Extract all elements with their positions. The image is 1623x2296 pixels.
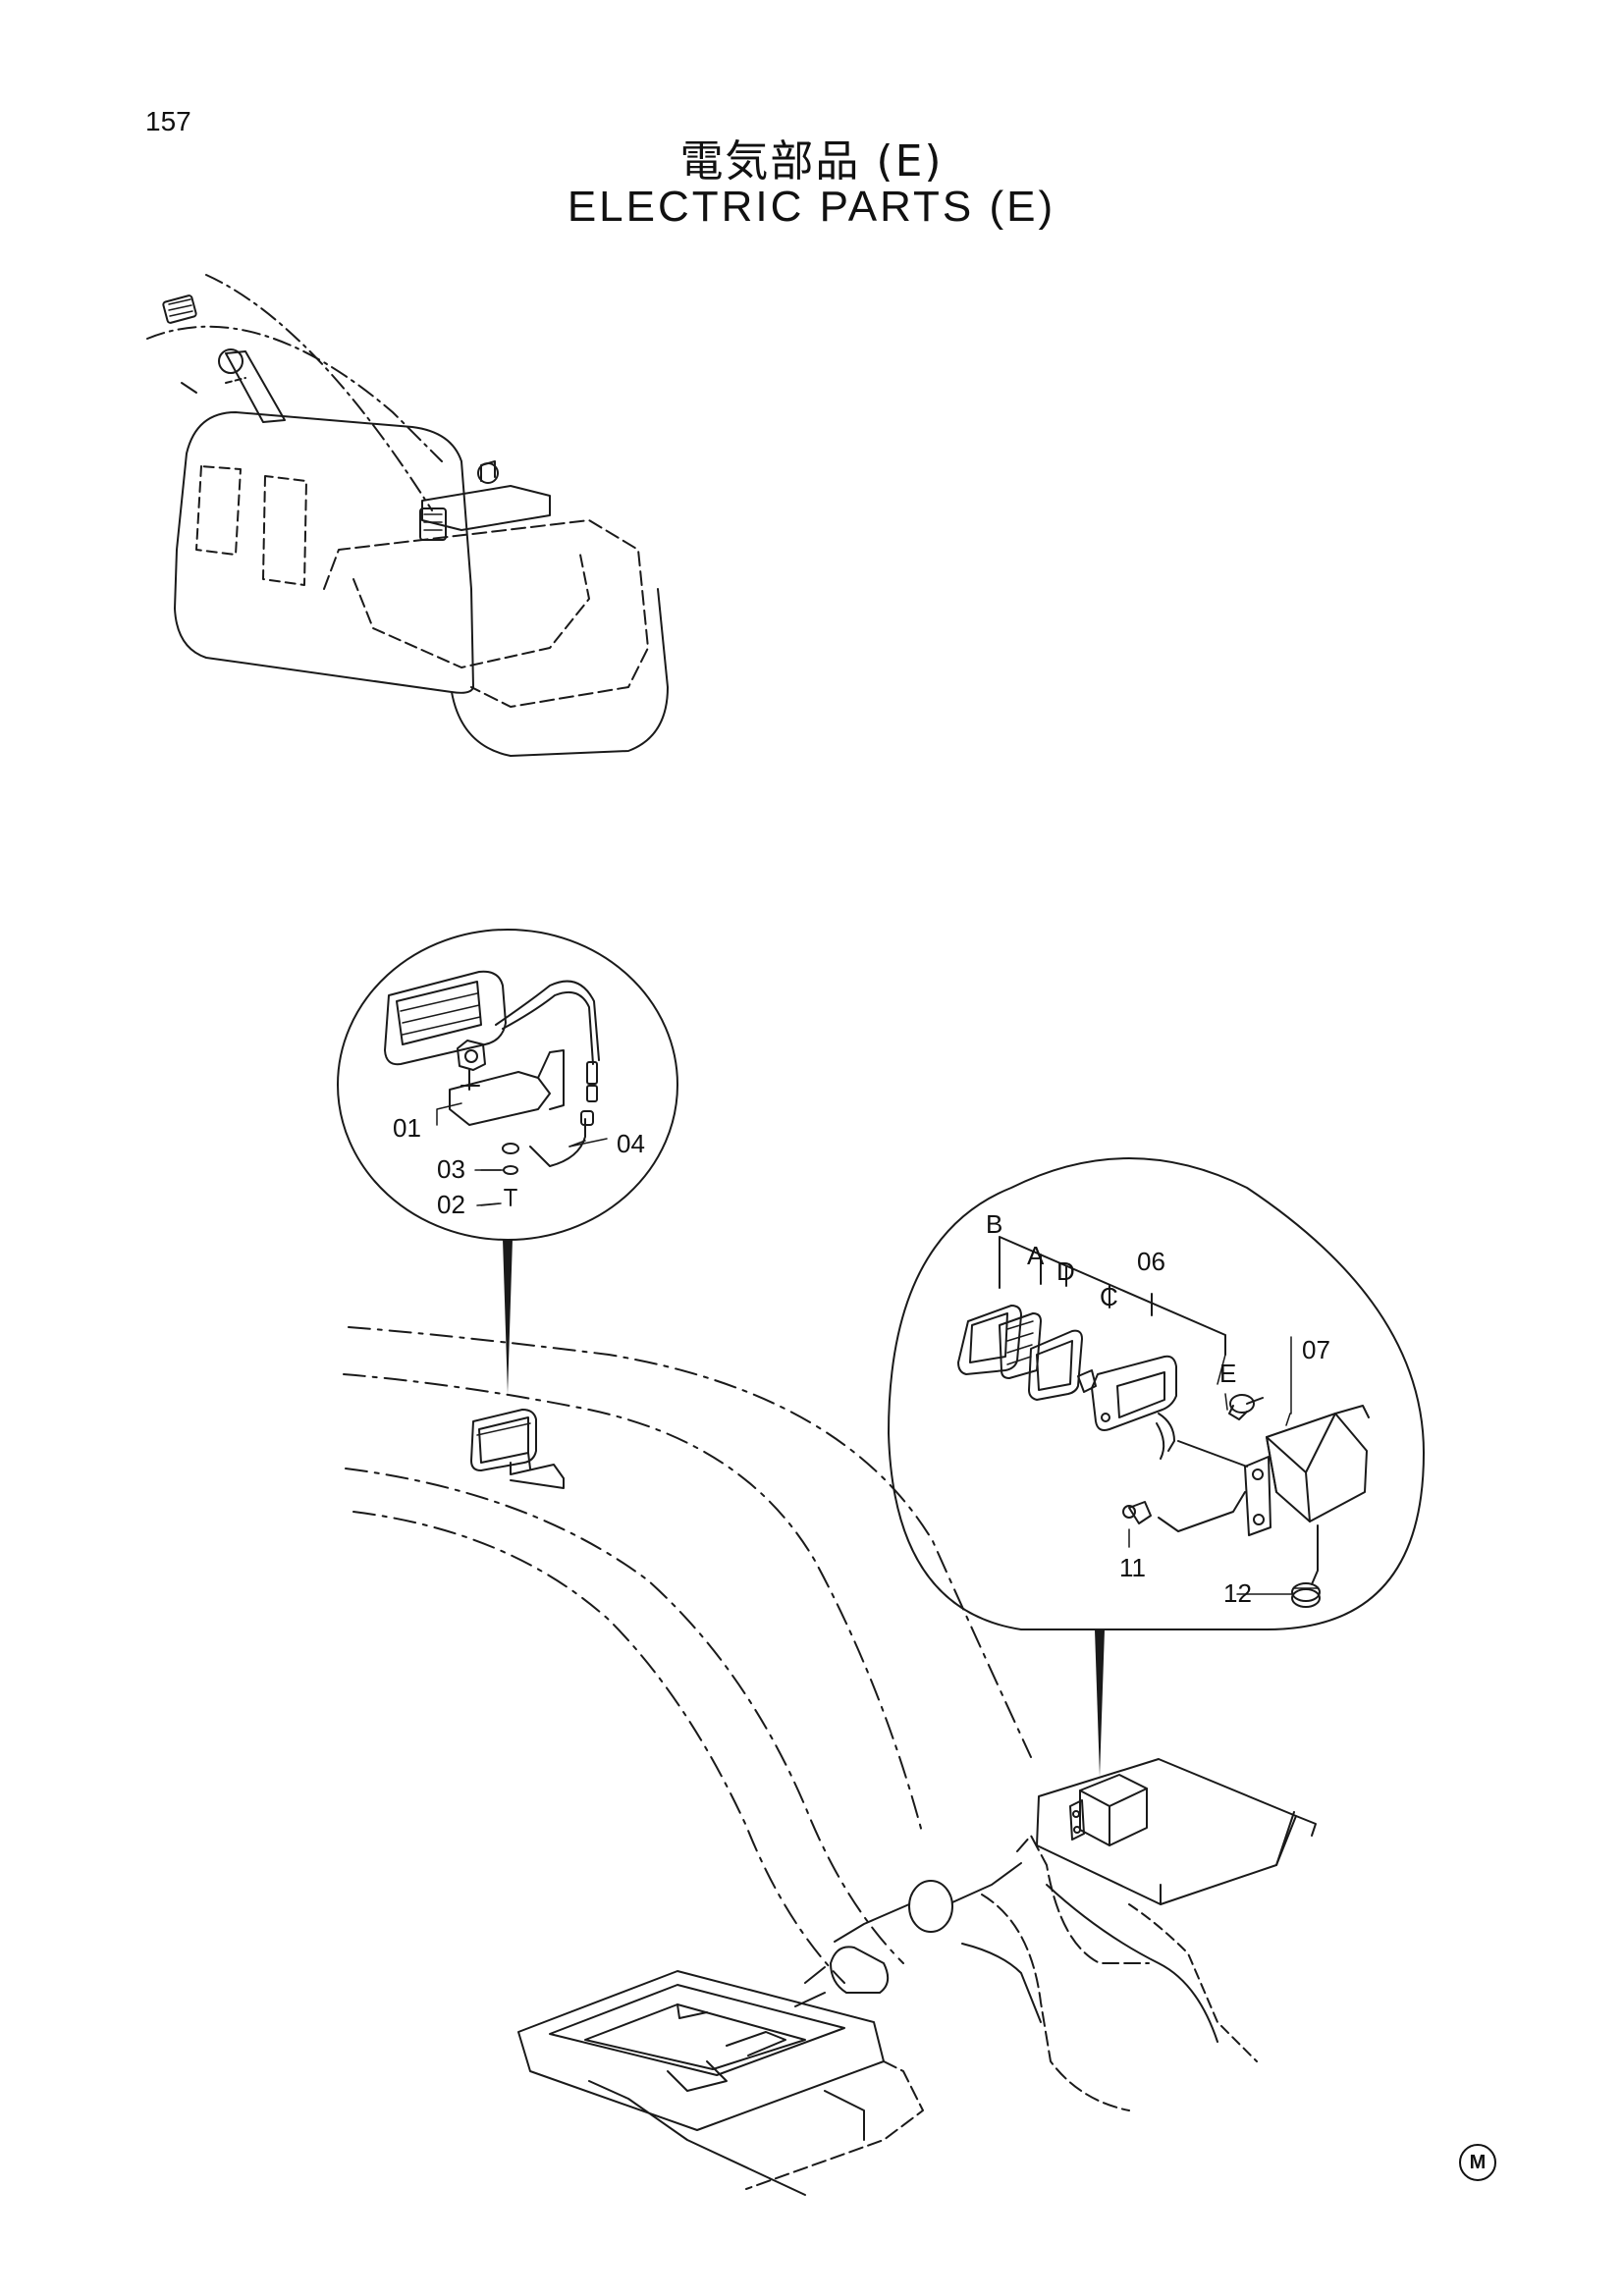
callout-01: 01 xyxy=(393,1113,421,1143)
callout-02: 02 xyxy=(437,1190,465,1219)
leader-lines-left xyxy=(474,1138,608,1206)
callout-04: 04 xyxy=(617,1129,645,1158)
excavator-overview xyxy=(146,274,669,757)
callout-07: 07 xyxy=(1302,1335,1330,1364)
callout-a: A xyxy=(1027,1241,1045,1270)
callout-c: C xyxy=(1100,1282,1118,1311)
callout-03: 03 xyxy=(437,1154,465,1184)
work-light-on-boom xyxy=(470,1409,565,1489)
callout-d: D xyxy=(1056,1256,1075,1286)
callout-b: B xyxy=(986,1209,1002,1239)
work-light-detail xyxy=(337,929,678,1394)
beacon-detail xyxy=(888,1157,1425,1777)
manufacturer-mark: M xyxy=(1459,2144,1496,2181)
cab-roof xyxy=(981,1758,1317,2111)
callout-06: 06 xyxy=(1137,1247,1165,1276)
callout-11: 11 xyxy=(1119,1553,1146,1582)
page-number: 157 xyxy=(145,106,191,136)
callout-12: 12 xyxy=(1223,1578,1252,1608)
callout-e: E xyxy=(1219,1359,1236,1388)
boom-foot xyxy=(794,1862,1042,2023)
upper-frame xyxy=(517,1970,924,2196)
boom-outline xyxy=(343,1326,1032,1984)
page-title-japanese: 電気部品 (E) xyxy=(679,136,944,187)
page-title-english: ELECTRIC PARTS (E) xyxy=(567,183,1056,231)
